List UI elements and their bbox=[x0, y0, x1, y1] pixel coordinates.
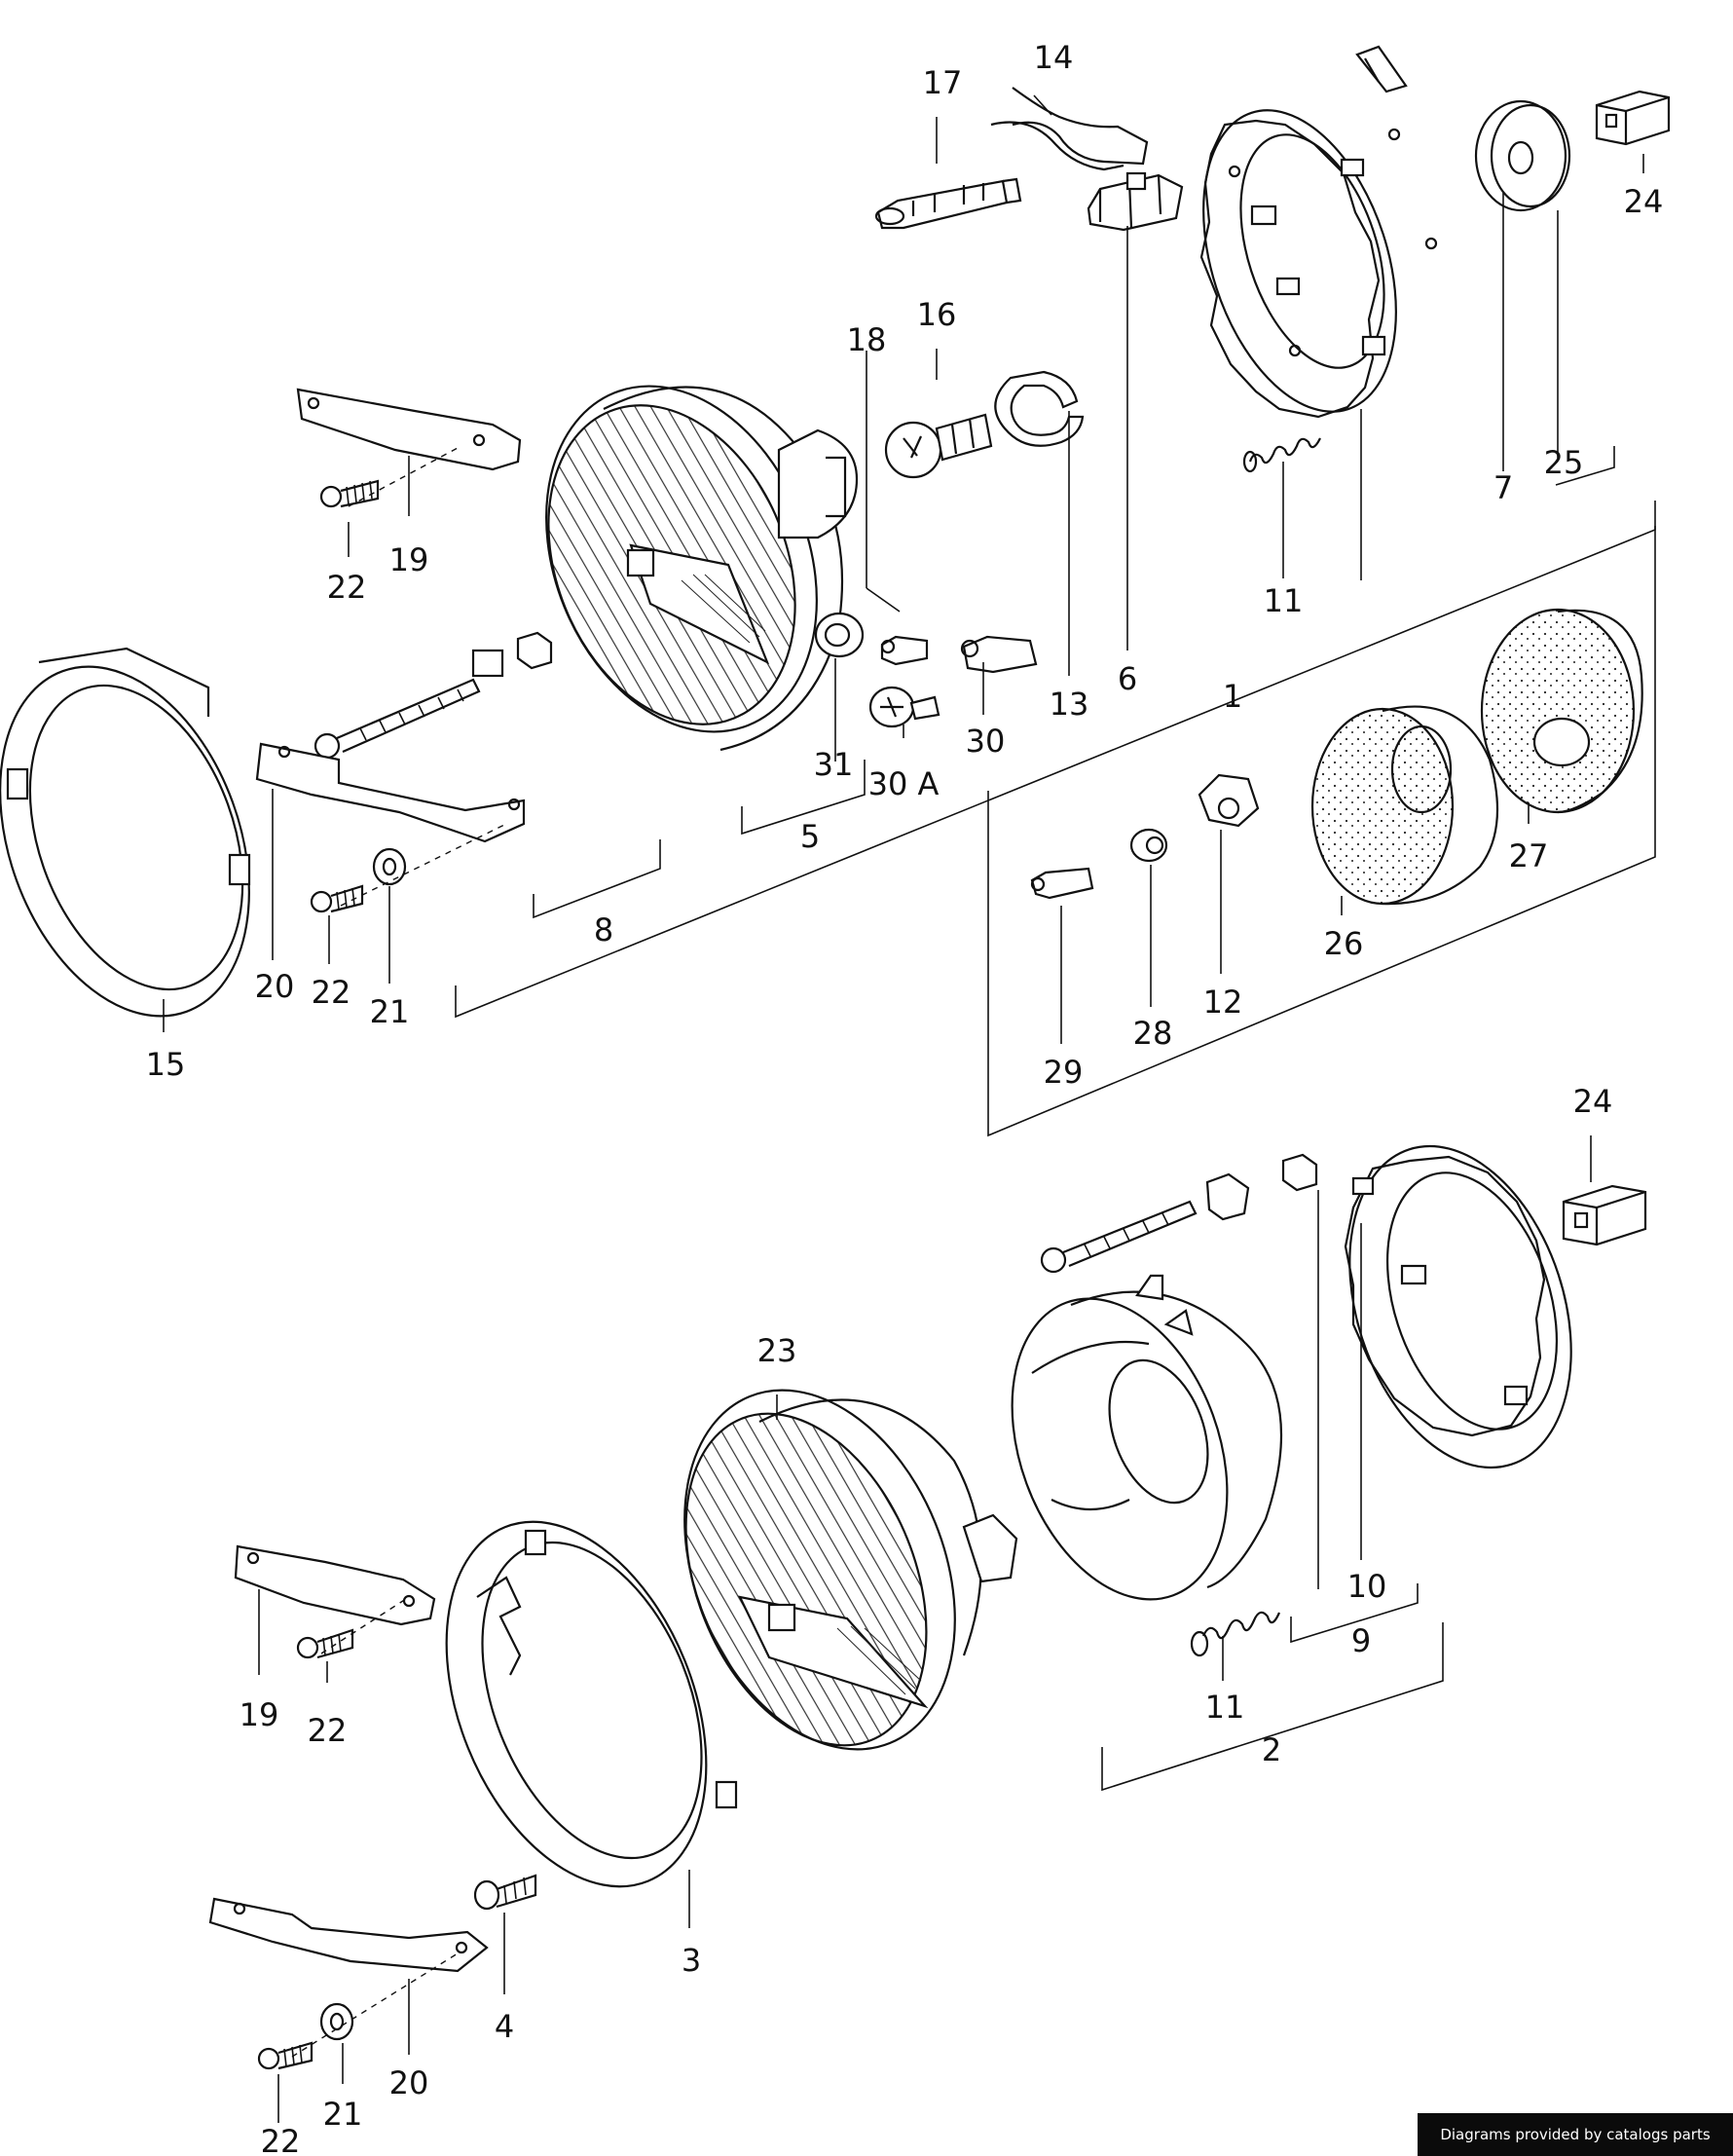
callout-26: 26 bbox=[1324, 925, 1364, 962]
spring-part-11-upper bbox=[1242, 437, 1321, 473]
callout-22-lower-b: 22 bbox=[261, 2123, 301, 2156]
washer-part-21-a bbox=[372, 847, 407, 886]
callout-9: 9 bbox=[1351, 1622, 1371, 1659]
callout-11-upper: 11 bbox=[1264, 582, 1304, 619]
group-bracket-8 bbox=[533, 839, 661, 919]
callout-13: 13 bbox=[1050, 686, 1089, 723]
retaining-clip-part-7 bbox=[1355, 45, 1408, 93]
callout-27: 27 bbox=[1509, 837, 1549, 874]
grommet-part-31 bbox=[814, 612, 865, 658]
group-bracket-2 bbox=[1101, 1622, 1444, 1792]
callout-2: 2 bbox=[1262, 1731, 1281, 1768]
washer-part-21-b bbox=[319, 2002, 354, 2041]
group-bracket-5 bbox=[741, 760, 866, 836]
group-bracket-9 bbox=[1290, 1583, 1419, 1644]
callout-17: 17 bbox=[923, 64, 963, 101]
callout-12: 12 bbox=[1203, 984, 1243, 1021]
bracket-part-20-lower bbox=[208, 1897, 489, 1973]
callout-4: 4 bbox=[495, 2008, 514, 2045]
socket-part-30 bbox=[960, 635, 1038, 674]
bracket-part-20-upper bbox=[255, 742, 526, 843]
reflector-bowl-lower bbox=[1011, 1274, 1283, 1601]
callout-25: 25 bbox=[1544, 444, 1584, 481]
headlight-housing-upper bbox=[1199, 109, 1438, 419]
bulb-holder-part-29 bbox=[1030, 867, 1094, 900]
connector-part-24-lower bbox=[1562, 1184, 1647, 1246]
adjuster-element-part-6 bbox=[1087, 171, 1184, 232]
headlight-insert-part-23 bbox=[683, 1389, 1018, 1751]
callout-16: 16 bbox=[917, 296, 957, 333]
socket-part-12 bbox=[1198, 773, 1260, 828]
headlight-insert-upper bbox=[545, 385, 859, 752]
reflector-part-26 bbox=[1310, 705, 1499, 906]
callout-10: 10 bbox=[1347, 1568, 1387, 1605]
screw-part-4 bbox=[473, 1874, 537, 1911]
leader-lines bbox=[163, 94, 1644, 2123]
adjusting-screw-lower bbox=[1040, 1153, 1318, 1274]
halogen-bulb-part-17 bbox=[874, 177, 1022, 230]
callout-15: 15 bbox=[146, 1046, 186, 1083]
callout-1: 1 bbox=[1223, 678, 1242, 715]
screw-part-22-a bbox=[319, 479, 380, 508]
callout-24-lower: 24 bbox=[1573, 1083, 1613, 1120]
callout-28: 28 bbox=[1133, 1015, 1173, 1052]
callout-31: 31 bbox=[814, 746, 854, 783]
callout-22-lower-a: 22 bbox=[308, 1712, 348, 1749]
callout-22-mid: 22 bbox=[312, 974, 351, 1011]
trim-ring-part-15 bbox=[0, 647, 251, 1018]
bracket-part-19-lower bbox=[234, 1544, 436, 1626]
callout-30: 30 bbox=[966, 723, 1006, 760]
adjusting-screw-part-8 bbox=[313, 631, 553, 760]
spring-clip-part-13 bbox=[994, 370, 1085, 447]
trim-ring-part-3 bbox=[445, 1520, 738, 1888]
callout-14: 14 bbox=[1034, 39, 1074, 76]
rubber-cap-part-25 bbox=[1474, 99, 1571, 212]
callout-11-lower: 11 bbox=[1205, 1689, 1245, 1726]
callout-18: 18 bbox=[847, 321, 887, 358]
ring-part-28 bbox=[1129, 828, 1168, 863]
callout-3: 3 bbox=[682, 1942, 701, 1979]
spring-part-11-lower bbox=[1190, 1611, 1281, 1657]
callout-24-upper: 24 bbox=[1624, 183, 1664, 220]
screw-part-22-d bbox=[257, 2041, 313, 2070]
callout-19-upper: 19 bbox=[389, 541, 429, 578]
callout-19-lower: 19 bbox=[240, 1696, 279, 1733]
callout-20-upper: 20 bbox=[255, 968, 295, 1005]
callout-6: 6 bbox=[1118, 660, 1137, 697]
callout-22-upper: 22 bbox=[327, 569, 367, 606]
wire-clip-part-14 bbox=[990, 87, 1149, 171]
group-bracket-upper-right bbox=[1555, 446, 1615, 486]
callout-23: 23 bbox=[757, 1332, 797, 1369]
headlight-housing-lower bbox=[1344, 1144, 1572, 1469]
callout-5: 5 bbox=[800, 818, 820, 855]
socket-part-30A bbox=[868, 686, 940, 728]
bracket-part-19-upper bbox=[296, 388, 522, 471]
bulb-part-16 bbox=[884, 413, 993, 479]
group-bracket-1 bbox=[455, 501, 1656, 1137]
screw-part-22-c bbox=[296, 1628, 354, 1659]
bulb-part-18 bbox=[880, 635, 929, 666]
diagram-credit: Diagrams provided by catalogs parts bbox=[1418, 2113, 1733, 2156]
callout-20-lower: 20 bbox=[389, 2064, 429, 2101]
callout-29: 29 bbox=[1044, 1054, 1084, 1091]
callout-21-upper: 21 bbox=[370, 993, 410, 1030]
callout-labels: 14 17 24 16 18 19 22 7 25 11 13 6 1 31 3… bbox=[146, 39, 1664, 2156]
callout-7: 7 bbox=[1493, 469, 1513, 506]
callout-8: 8 bbox=[594, 911, 613, 948]
callout-30A: 30 A bbox=[868, 765, 940, 802]
connector-part-24-upper bbox=[1595, 90, 1671, 146]
callout-21-lower: 21 bbox=[323, 2096, 363, 2133]
reflector-part-27 bbox=[1480, 608, 1643, 814]
